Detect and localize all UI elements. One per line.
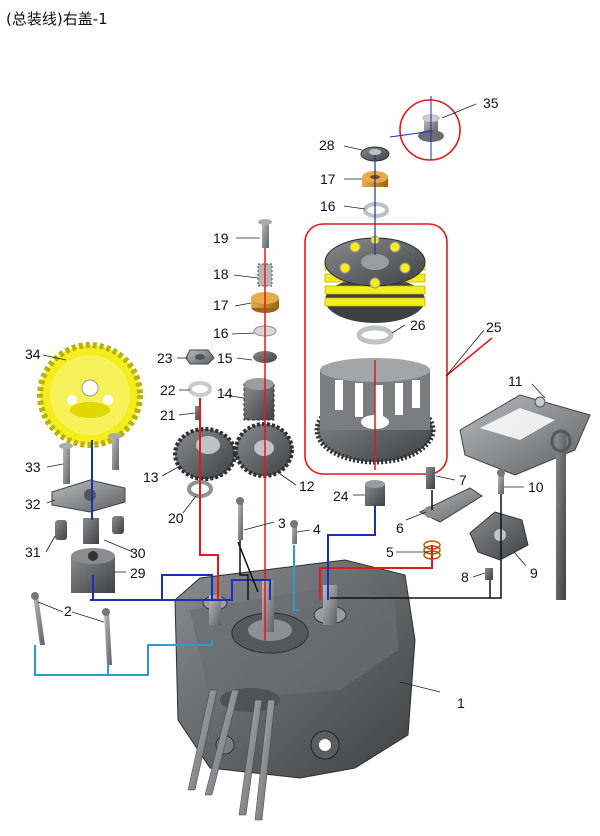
- part-label-16-clutch: 16: [320, 198, 336, 214]
- part-label-33: 33: [25, 459, 41, 475]
- part-label-11: 11: [508, 373, 523, 389]
- part-label-31: 31: [25, 544, 41, 560]
- part-label-29: 29: [130, 565, 146, 581]
- part-label-9: 9: [530, 565, 538, 581]
- part-label-19: 19: [213, 230, 229, 246]
- part-label-22: 22: [160, 382, 176, 398]
- connector-lines: [34, 155, 502, 676]
- part-label-16: 16: [213, 325, 229, 341]
- part-label-17-clutch: 17: [320, 171, 336, 187]
- part-label-1: 1: [457, 695, 465, 711]
- part-label-5: 5: [386, 544, 394, 560]
- crankcase: [174, 559, 416, 821]
- part-label-17: 17: [213, 297, 229, 313]
- clutch-parts: [304, 96, 461, 506]
- part-label-6: 6: [396, 520, 404, 536]
- part-label-35: 35: [483, 95, 499, 111]
- leader-lines: [37, 103, 546, 693]
- part-label-21: 21: [160, 407, 176, 423]
- middle-stack-parts: [173, 219, 298, 544]
- part-label-28: 28: [319, 137, 335, 153]
- part-label-10: 10: [528, 479, 544, 495]
- bolts-2: [31, 592, 112, 665]
- part-label-13: 13: [143, 469, 159, 485]
- shift-parts: [418, 394, 591, 600]
- part-label-34: 34: [25, 346, 41, 362]
- part-label-15: 15: [217, 350, 233, 366]
- part-label-26: 26: [410, 317, 426, 333]
- part-label-7: 7: [459, 472, 467, 488]
- part-label-23: 23: [157, 350, 173, 366]
- part-label-8: 8: [461, 569, 469, 585]
- part-label-2: 2: [64, 603, 72, 619]
- part-label-25: 25: [486, 319, 502, 335]
- page-title: (总装线)右盖-1: [6, 10, 108, 28]
- part-label-4: 4: [313, 521, 321, 537]
- part-label-24: 24: [333, 488, 349, 504]
- driven-gear-34: [37, 342, 143, 448]
- part-label-32: 32: [25, 496, 41, 512]
- part-label-12: 12: [299, 478, 315, 494]
- part-labels: 1 2 3 4 5 6 7 8 9 10 11 12 13 14 15 16 1…: [25, 95, 544, 711]
- part-label-20: 20: [168, 510, 184, 526]
- oil-pump-parts: [51, 433, 126, 593]
- part-label-30: 30: [130, 545, 146, 561]
- part-label-14: 14: [217, 385, 233, 401]
- part-label-3: 3: [278, 515, 286, 531]
- part-label-18: 18: [213, 266, 229, 282]
